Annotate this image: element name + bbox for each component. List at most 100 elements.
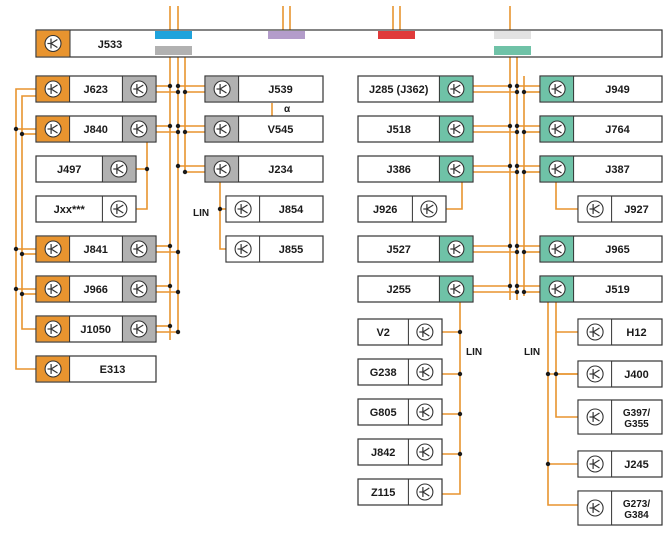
junction-dot <box>167 123 173 129</box>
ecu-module-icon <box>130 320 148 338</box>
ecu-module-icon <box>586 200 604 218</box>
module-z115[interactable]: Z115 <box>357 478 443 506</box>
bus-tab-red <box>378 31 415 39</box>
module-g397-g355[interactable]: G397/G355 <box>577 399 663 435</box>
ecu-module-icon <box>130 80 148 98</box>
junction-dot <box>507 243 513 249</box>
junction-dot <box>514 89 520 95</box>
module-j1050[interactable]: J1050 <box>35 315 157 343</box>
module-label: J1050 <box>80 324 111 336</box>
module-label: H12 <box>626 327 646 339</box>
module-j255[interactable]: J255 <box>357 275 474 303</box>
module-j387[interactable]: J387 <box>539 155 663 183</box>
junction-dot <box>514 169 520 175</box>
module-label: J854 <box>279 204 304 216</box>
lin-label-right-b: LIN <box>524 347 540 358</box>
module-j497[interactable]: J497 <box>35 155 137 183</box>
module-label: J539 <box>268 84 292 96</box>
module-label: G238 <box>370 367 397 379</box>
module-label: J842 <box>371 447 395 459</box>
module-label: J255 <box>386 284 410 296</box>
module-g273-g384[interactable]: G273/G384 <box>577 490 663 526</box>
module-label: J949 <box>605 84 629 96</box>
junction-dot <box>167 283 173 289</box>
junction-dot <box>182 129 188 135</box>
ecu-module-icon <box>130 240 148 258</box>
module-e313[interactable]: E313 <box>35 355 157 383</box>
module-g238[interactable]: G238 <box>357 358 443 386</box>
module-label: E313 <box>100 364 126 376</box>
bus-tab-gray <box>155 46 192 55</box>
junction-dot <box>175 83 181 89</box>
junction-dot <box>182 89 188 95</box>
junction-dot <box>167 243 173 249</box>
ecu-module-icon <box>586 499 604 517</box>
ecu-module-icon <box>44 120 62 138</box>
module-j518[interactable]: J518 <box>357 115 474 143</box>
bus-wire <box>555 302 578 333</box>
junction-dot <box>19 251 25 257</box>
junction-dot <box>514 83 520 89</box>
module-j926[interactable]: J926 <box>357 195 447 223</box>
module-j234[interactable]: J234 <box>204 155 324 183</box>
module-label: V2 <box>376 327 389 339</box>
module-label: J285 (J362) <box>369 84 429 96</box>
junction-dot <box>514 289 520 295</box>
module-j245[interactable]: J245 <box>577 450 663 478</box>
lin-label-left: LIN <box>193 208 209 219</box>
module-jxx[interactable]: Jxx*** <box>35 195 137 223</box>
module-j400[interactable]: J400 <box>577 360 663 388</box>
module-label: J840 <box>83 124 107 136</box>
junction-dot <box>13 246 19 252</box>
module-j764[interactable]: J764 <box>539 115 663 143</box>
module-v2[interactable]: V2 <box>357 318 443 346</box>
module-label: J387 <box>605 164 629 176</box>
ecu-module-icon <box>548 280 566 298</box>
ecu-module-icon <box>213 80 231 98</box>
module-j965[interactable]: J965 <box>539 235 663 263</box>
module-v545[interactable]: V545 <box>204 115 324 143</box>
bus-labels: LIN LIN LIN α <box>193 104 540 358</box>
module-label: J245 <box>624 459 648 471</box>
bus-tab-purple <box>268 31 305 39</box>
module-j623[interactable]: J623 <box>35 75 157 103</box>
junction-dot <box>457 371 463 377</box>
module-label: J497 <box>57 164 81 176</box>
module-j527[interactable]: J527 <box>357 235 474 263</box>
module-j519[interactable]: J519 <box>539 275 663 303</box>
module-j855[interactable]: J855 <box>225 235 324 263</box>
module-h12[interactable]: H12 <box>577 318 663 346</box>
ecu-module-icon <box>586 408 604 426</box>
ecu-module-icon <box>548 160 566 178</box>
junction-dot <box>514 163 520 169</box>
sub-bus <box>555 182 578 210</box>
ecu-module-icon <box>130 120 148 138</box>
module-j966[interactable]: J966 <box>35 275 157 303</box>
module-j842[interactable]: J842 <box>357 438 443 466</box>
module-j949[interactable]: J949 <box>539 75 663 103</box>
junction-dot <box>514 123 520 129</box>
junction-dot <box>521 169 527 175</box>
ecu-module-icon <box>548 120 566 138</box>
lin-bus-right <box>547 302 578 506</box>
module-label: J927 <box>624 204 648 216</box>
module-j854[interactable]: J854 <box>225 195 324 223</box>
module-j285-j362[interactable]: J285 (J362) <box>357 75 474 103</box>
module-label: J386 <box>386 164 410 176</box>
junction-dot <box>514 129 520 135</box>
ecu-module-icon <box>447 120 465 138</box>
gateway-j533[interactable]: J533 <box>35 29 663 58</box>
junction-dot <box>545 371 551 377</box>
module-j927[interactable]: J927 <box>577 195 663 223</box>
junction-dot <box>13 286 19 292</box>
module-j386[interactable]: J386 <box>357 155 474 183</box>
module-label: J966 <box>83 284 107 296</box>
junction-dot <box>182 169 188 175</box>
module-j539[interactable]: J539 <box>204 75 324 103</box>
lin-bus-right <box>442 302 461 495</box>
module-j841[interactable]: J841 <box>35 235 157 263</box>
sub-bus <box>446 182 463 210</box>
junction-dot <box>175 163 181 169</box>
module-g805[interactable]: G805 <box>357 398 443 426</box>
module-j840[interactable]: J840 <box>35 115 157 143</box>
